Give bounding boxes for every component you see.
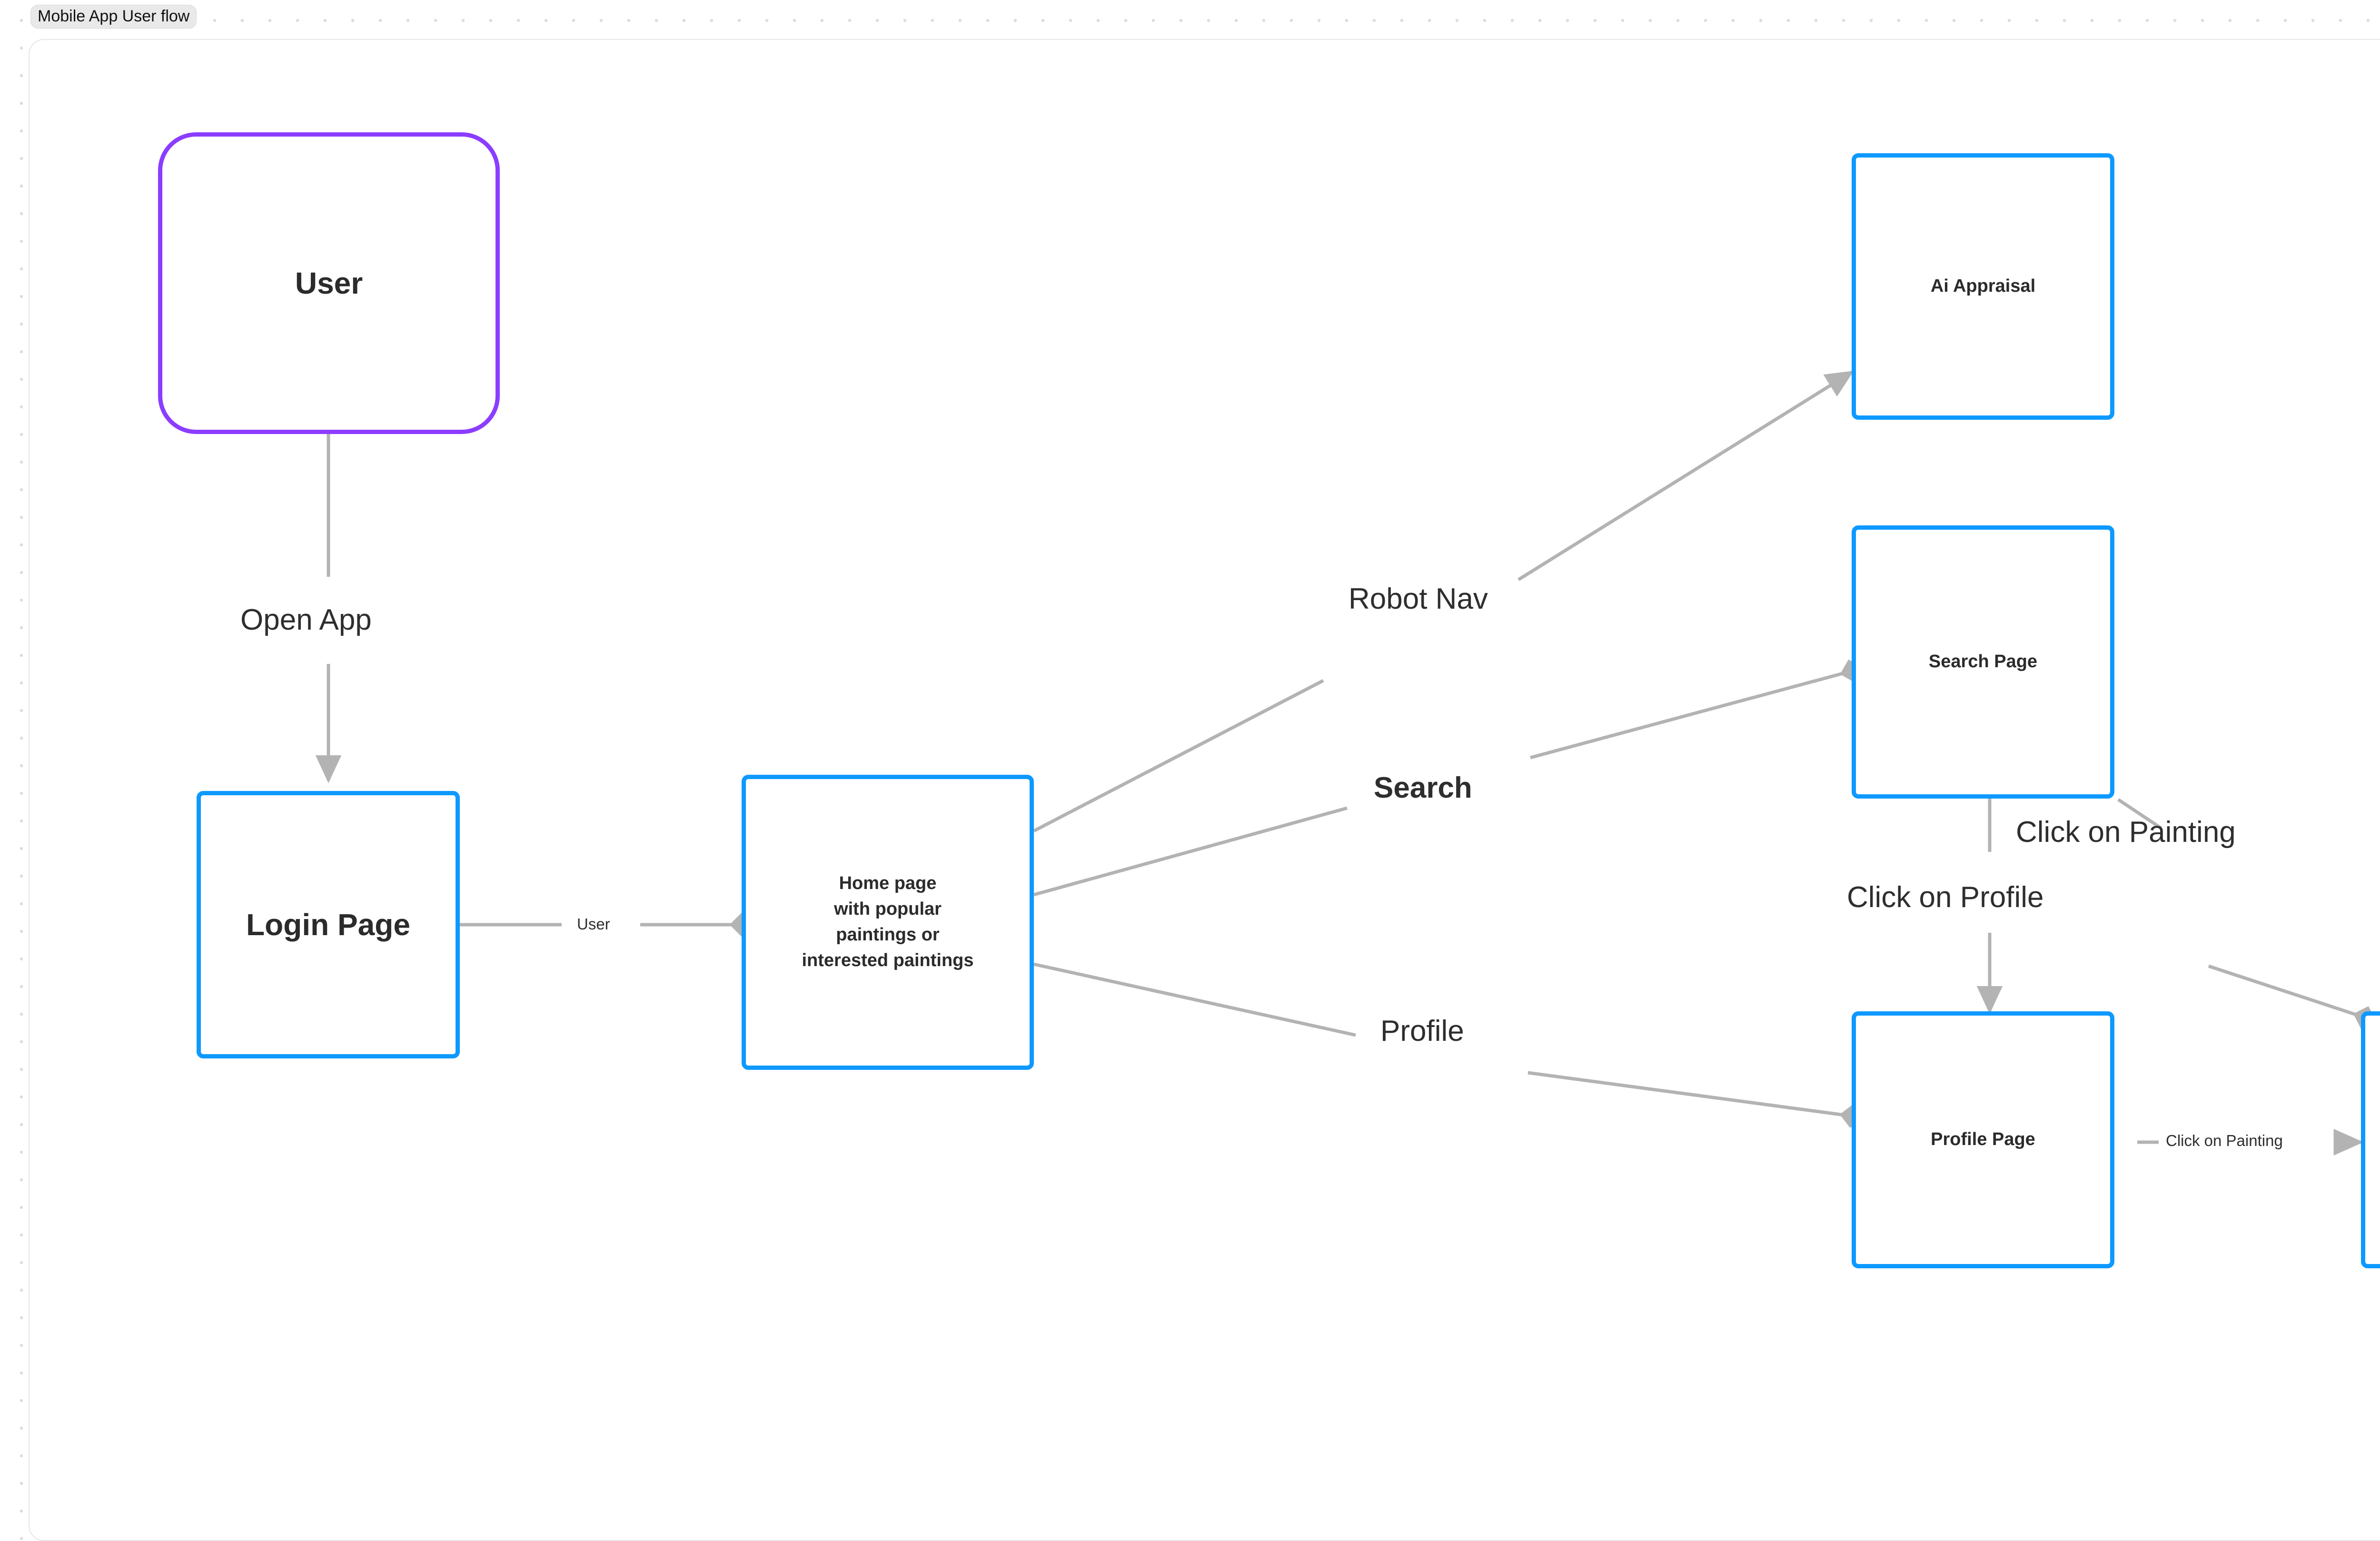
edge-label-profile[interactable]: Profile (1380, 1015, 1464, 1047)
node-home-page-line-1: Home page (839, 873, 937, 894)
edge-home-ai-appraisal[interactable] (1033, 371, 1854, 833)
edge-label-search[interactable]: Search (1374, 771, 1472, 804)
node-search-page-label: Search Page (1928, 652, 2038, 672)
node-search-page[interactable]: Search Page (1852, 525, 2114, 799)
edge-label-robot-nav[interactable]: Robot Nav (1349, 583, 1488, 615)
frame-title-label[interactable]: Mobile App User flow (30, 5, 197, 29)
edge-label-open-app[interactable]: Open App (240, 603, 372, 636)
node-home-page-line-2: with popular (834, 899, 942, 919)
edge-label-click-on-painting-profile[interactable]: Click on Painting (2166, 1132, 2283, 1149)
node-ai-appraisal-label: Ai Appraisal (1930, 276, 2036, 296)
edge-label-click-on-painting-search[interactable]: Click on Painting (2016, 816, 2236, 849)
edge-search-painting-detail[interactable] (2117, 798, 2376, 1029)
node-painting-detail-page[interactable]: Painting Detail Page (2361, 1011, 2380, 1268)
edge-home-search-page[interactable] (1033, 659, 1864, 897)
edge-label-user[interactable]: User (577, 915, 610, 933)
node-home-page-line-4: interested paintings (802, 950, 974, 970)
edge-home-profile-page[interactable] (1033, 962, 1864, 1128)
node-profile-page[interactable]: Profile Page (1852, 1011, 2114, 1268)
node-home-page[interactable]: Home page with popular paintings or inte… (742, 775, 1034, 1070)
edge-label-click-on-profile[interactable]: Click on Profile (1847, 881, 2044, 914)
node-login-page-label: Login Page (246, 907, 410, 942)
node-user-label: User (295, 266, 363, 300)
node-home-page-line-3: paintings or (836, 925, 940, 945)
node-user[interactable]: User (158, 132, 500, 434)
node-profile-page-label: Profile Page (1931, 1129, 2035, 1150)
node-ai-appraisal[interactable]: Ai Appraisal (1852, 153, 2114, 420)
node-login-page[interactable]: Login Page (197, 791, 460, 1058)
